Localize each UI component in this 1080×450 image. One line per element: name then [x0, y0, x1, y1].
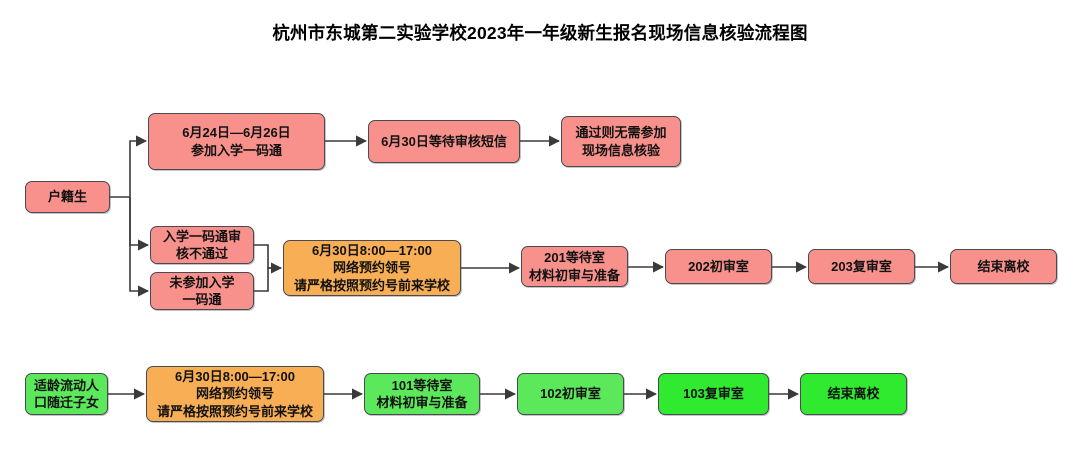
node-room-101[interactable]: 101等待室 材料初审与准备 — [364, 373, 480, 415]
node-room-201[interactable]: 201等待室 材料初审与准备 — [521, 246, 628, 287]
edge-fail-to-book — [254, 244, 283, 274]
edge-huji-to-ymt — [129, 135, 148, 197]
node-migrant-children[interactable]: 适龄流动人 口随迁子女 — [25, 373, 108, 415]
node-huji-sheng[interactable]: 户籍生 — [25, 181, 110, 213]
edge-huji-to-notjoin — [129, 197, 150, 297]
edge-notjoin-to-book — [254, 267, 281, 292]
node-end-leave-top[interactable]: 结束离校 — [950, 249, 1057, 284]
node-room-102[interactable]: 102初审室 — [517, 373, 624, 415]
node-online-booking-top[interactable]: 6月30日8:00—17:00 网络预约领号 请严格按照预约号前来学校 — [283, 240, 461, 296]
node-room-202[interactable]: 202初审室 — [665, 249, 772, 284]
node-not-applied[interactable]: 未参加入学 一码通 — [150, 272, 254, 310]
node-room-103[interactable]: 103复审室 — [658, 373, 769, 415]
edge-huji-to-fail — [129, 197, 150, 251]
page-title: 杭州市东城第二实验学校2023年一年级新生报名现场信息核验流程图 — [272, 23, 808, 43]
node-wait-sms[interactable]: 6月30日等待审核短信 — [368, 120, 520, 163]
node-review-failed[interactable]: 入学一码通审 核不通过 — [150, 226, 254, 264]
node-online-booking-bottom[interactable]: 6月30日8:00—17:00 网络预约领号 请严格按照预约号前来学校 — [146, 366, 324, 422]
node-end-leave-bottom[interactable]: 结束离校 — [800, 373, 907, 415]
node-pass-no-onsite[interactable]: 通过则无需参加 现场信息核验 — [561, 116, 681, 167]
node-yimatong-apply[interactable]: 6月24日—6月26日 参加入学一码通 — [148, 113, 325, 170]
node-room-203[interactable]: 203复审室 — [808, 249, 915, 284]
